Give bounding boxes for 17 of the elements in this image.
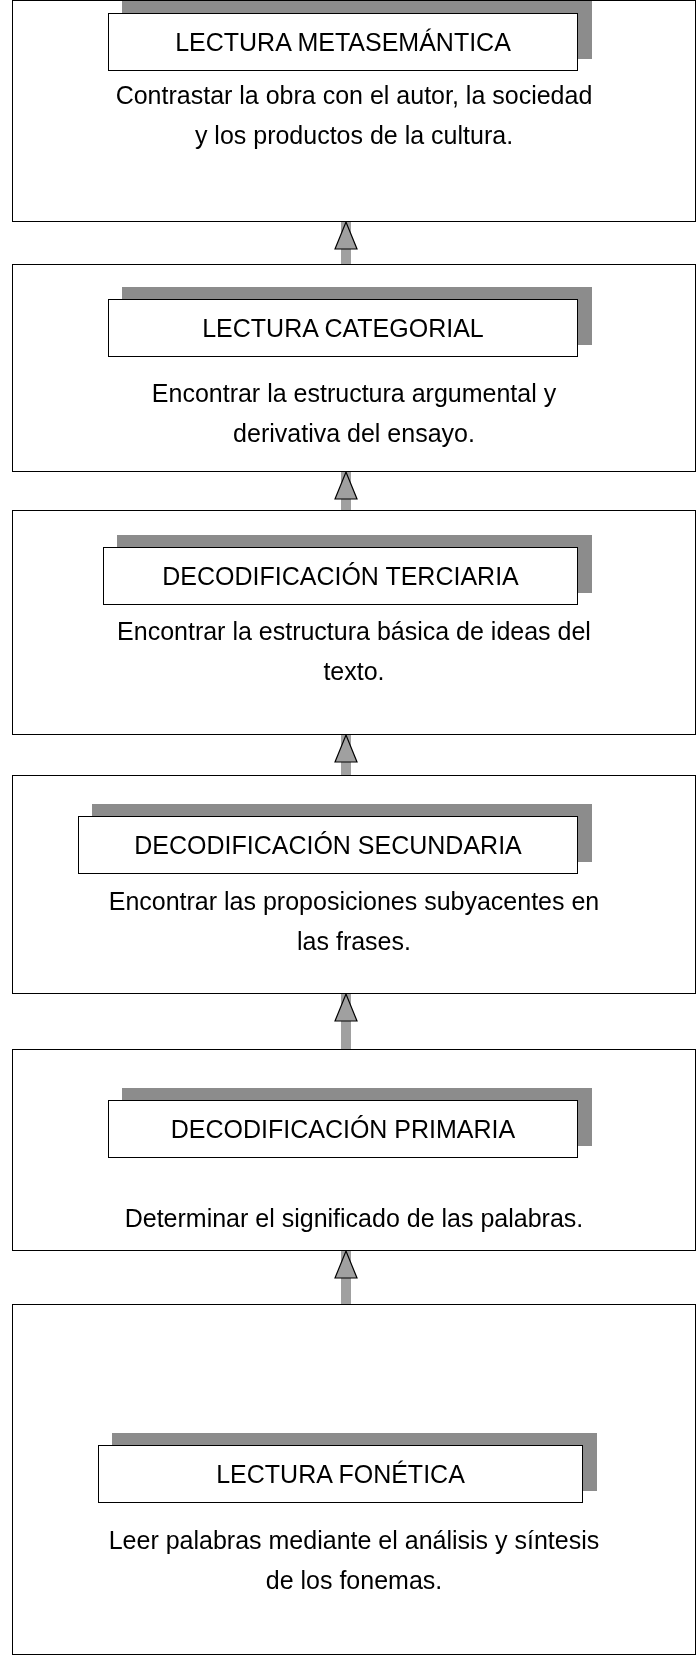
panel — [12, 1049, 696, 1251]
description-text: Leer palabras mediante el análisis y síntesis de los fonemas. — [108, 1525, 600, 1596]
block-arrow — [334, 471, 358, 510]
block-arrow — [334, 1250, 358, 1304]
panel — [12, 775, 696, 994]
description-text: Encontrar la estructura básica de ideas del texto. — [116, 616, 592, 687]
description-text: Contrastar la obra con el autor, la sociedad y los productos de la cultura. — [114, 80, 594, 151]
block-arrow — [334, 221, 358, 264]
description-text: Encontrar las proposiciones subyacentes en las frases. — [108, 886, 600, 957]
panel — [12, 1304, 696, 1655]
description-text: Determinar el significado de las palabras. — [123, 1203, 585, 1234]
description-text: Encontrar la estructura argumental y derivativa del ensayo. — [150, 378, 558, 449]
panel — [12, 0, 696, 222]
block-arrow — [334, 734, 358, 775]
block-arrow — [334, 993, 358, 1049]
panel — [12, 510, 696, 735]
panel — [12, 264, 696, 472]
